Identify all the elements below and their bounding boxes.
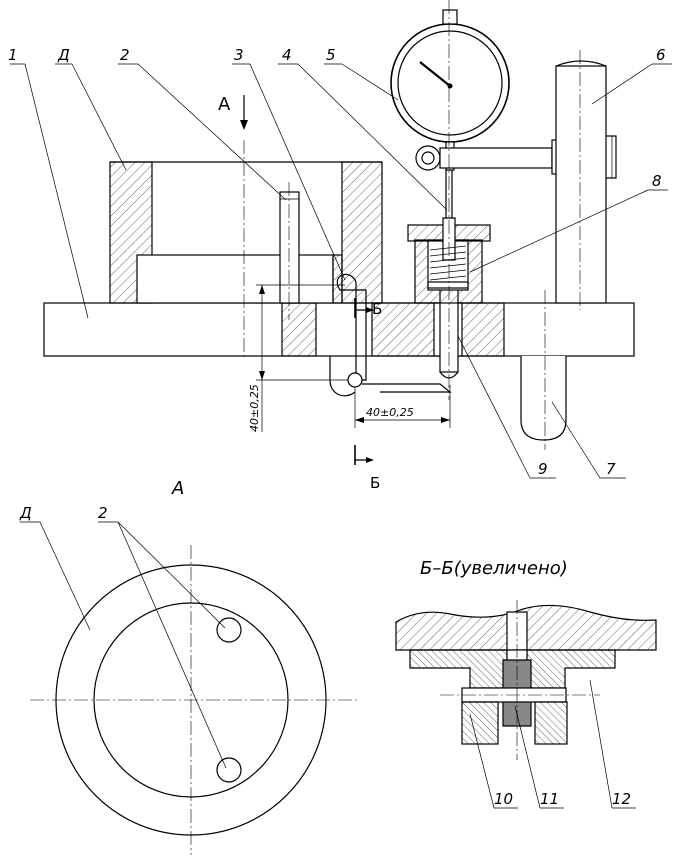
view-a-pin-bottom — [216, 757, 242, 783]
view-a: А Д 2 — [19, 478, 358, 855]
section-b-b: Б–Б(увеличено) 10 11 12 — [395, 558, 657, 809]
section-lever-right — [534, 701, 568, 745]
label-4: 4 — [282, 46, 292, 64]
label-d: Д — [57, 46, 70, 64]
label-2: 2 — [120, 46, 130, 64]
post-6 — [555, 65, 607, 304]
ring-d-inner-step — [136, 254, 334, 304]
main-view: 40±0,25 40±0,25 А Б Б 1 Д 2 3 — [8, 0, 672, 492]
label-7: 7 — [606, 460, 616, 478]
label-10: 10 — [494, 790, 513, 808]
label-3: 3 — [234, 46, 244, 64]
pin-2 — [279, 191, 300, 304]
cut-b-top: Б — [372, 300, 382, 318]
lever-3 — [336, 273, 367, 381]
base-plate — [43, 302, 635, 357]
label-11: 11 — [540, 790, 559, 808]
section-title: Б–Б(увеличено) — [420, 558, 568, 579]
label-6: 6 — [656, 46, 666, 64]
spring — [429, 245, 467, 281]
plate-section-left — [281, 302, 317, 357]
label-8: 8 — [652, 172, 662, 190]
ring-d-right-wall — [341, 161, 383, 304]
dim-vertical: 40±0,25 — [248, 384, 261, 432]
clamp-ring — [415, 145, 441, 171]
view-a-pin-top — [216, 617, 242, 643]
dial-needle — [419, 61, 451, 87]
label-5: 5 — [326, 46, 336, 64]
label-2-view-a: 2 — [98, 504, 108, 522]
foot-7 — [520, 356, 567, 441]
clamp-arm — [439, 147, 553, 169]
arrow-a-label: А — [218, 94, 231, 115]
cut-b-bottom: Б — [370, 474, 380, 492]
dial-indicator — [390, 23, 510, 143]
lever-pivot — [347, 372, 363, 388]
label-9: 9 — [538, 460, 548, 478]
label-1: 1 — [8, 46, 18, 64]
label-d-view-a: Д — [19, 504, 32, 522]
view-a-title: А — [171, 478, 184, 499]
label-12: 12 — [612, 790, 631, 808]
dial-face — [397, 30, 503, 136]
dim-horizontal: 40±0,25 — [366, 406, 414, 419]
section-lever-left — [461, 701, 499, 745]
